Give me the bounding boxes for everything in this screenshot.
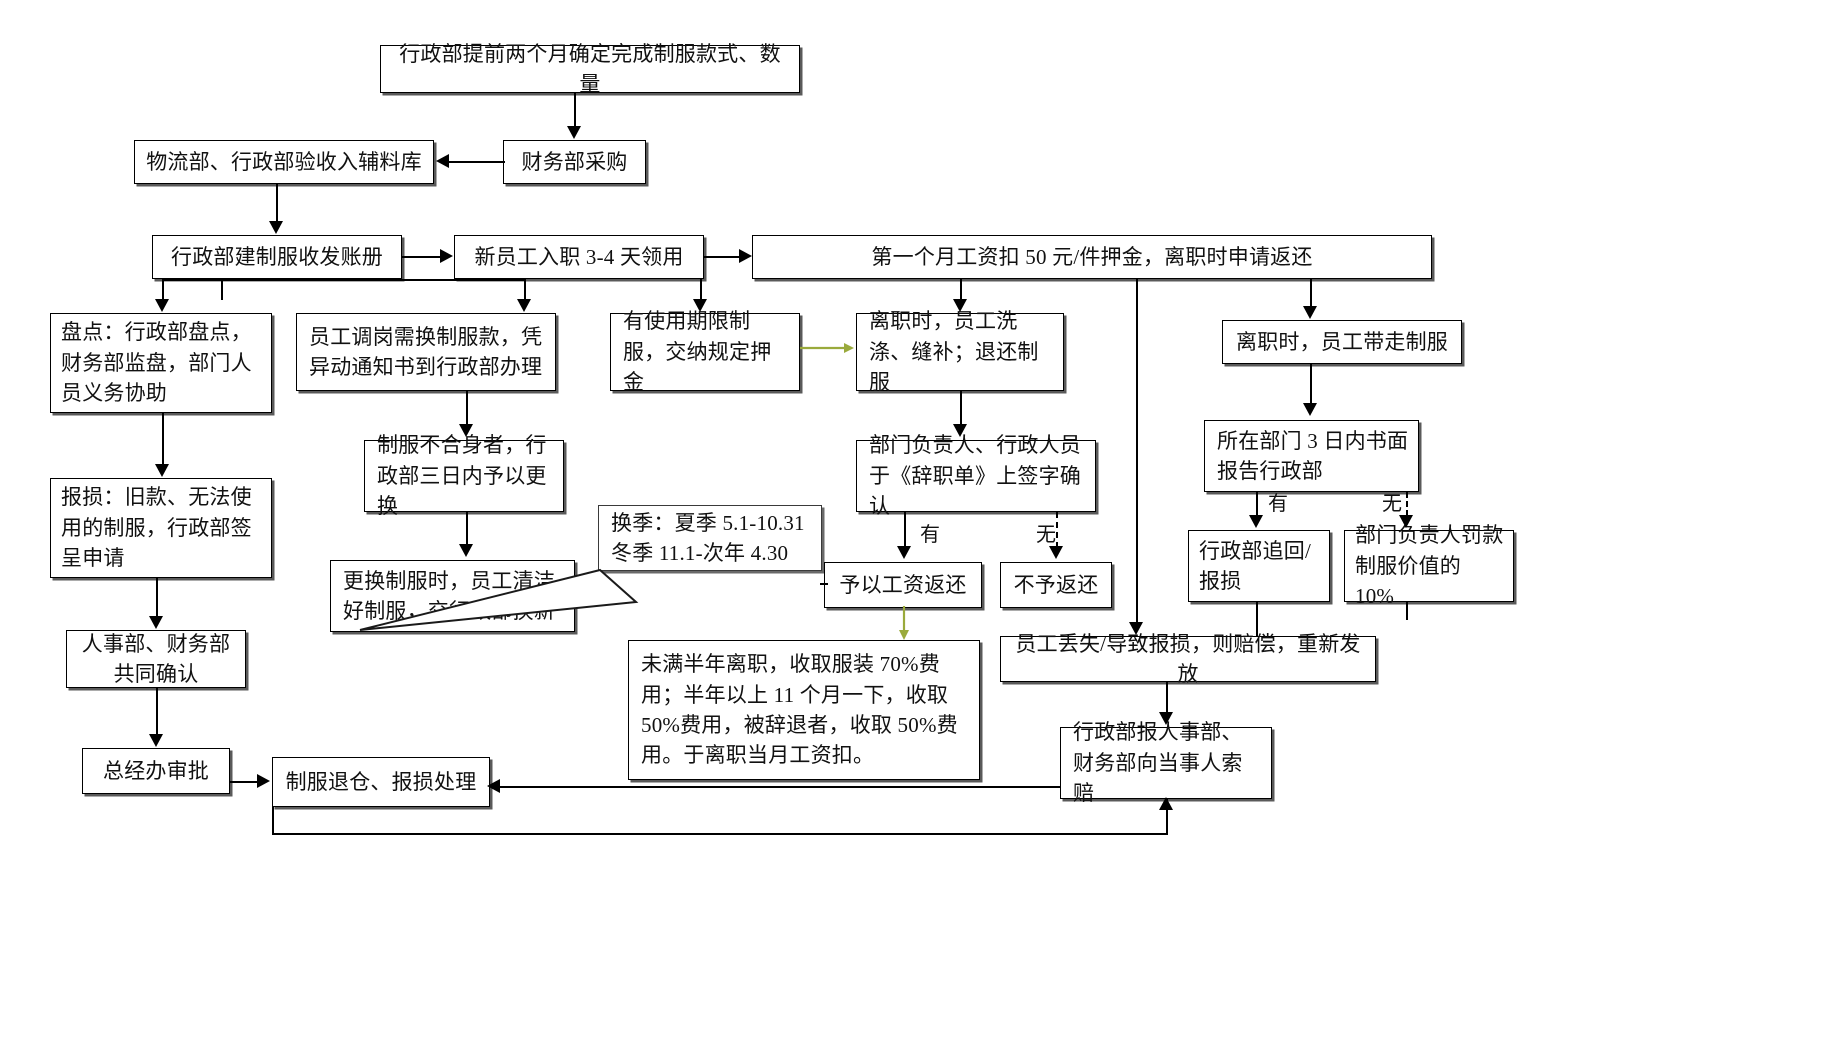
edge-recover-to-lost [1256,602,1259,636]
node-transfer[interactable]: 员工调岗需换制服款，凭异动通知书到行政部办理 [296,313,556,391]
node-return-process[interactable]: 制服退仓、报损处理 [272,757,490,807]
edge-inventory-to-lossreport [162,413,165,465]
edge-deptreport-to-recover [1256,492,1259,516]
edge-deposit-drop-timelimit [700,279,703,300]
arrowhead-deptreport-to-recover [1249,515,1263,528]
node-not-fit[interactable]: 制服不合身者，行政部三日内予以更换 [364,433,564,518]
arrowhead-purchase-to-logistics [436,154,449,168]
arrowhead-deposit-to-resignwash [953,299,967,312]
edge-resignwash-to-signconfirm [960,391,963,425]
arrowhead-gm-to-return [257,774,270,788]
edge-label-sign-yes: 有 [920,524,940,546]
node-gm-approve[interactable]: 总经办审批 [82,748,230,794]
arrowhead-lossreport-to-hrfinance [149,616,163,629]
node-new-employee[interactable]: 新员工入职 3-4 天领用 [454,235,704,279]
arrowhead-resigntake-to-deptreport [1303,403,1317,416]
edge-return-loop-left [272,807,275,835]
edge-plan-to-purchase [574,93,577,127]
node-lost-compensate[interactable]: 员工丢失/导致报损，则赔偿，重新发放 [1000,632,1376,686]
edge-penalty-down [1406,602,1409,620]
node-claim[interactable]: 行政部报人事部、财务部向当事人索赔 [1060,720,1272,805]
arrowhead-return-loop-up [1159,797,1173,810]
arrowhead-signconfirm-to-refundno [1049,546,1063,559]
edge-signconfirm-to-refundno [1056,512,1058,548]
arrowhead-transfer-to-notfit [459,424,473,437]
node-resign-take[interactable]: 离职时，员工带走制服 [1222,320,1462,364]
edge-purchase-to-logistics [449,161,505,164]
edge-lossreport-to-hrfinance [156,578,159,617]
edge-ledger-to-transfer-h [221,279,526,282]
node-refund-yes[interactable]: 予以工资返还 [824,562,982,608]
arrowhead-lost-to-claim [1159,712,1173,725]
arrowhead-inventory-to-lossreport [155,464,169,477]
node-deposit[interactable]: 第一个月工资扣 50 元/件押金，离职时申请返还 [752,235,1432,279]
edge-inventory-drop [162,279,165,300]
edge-hrfinance-to-gm [156,688,159,735]
edge-gm-to-return [230,781,258,784]
arrowhead-notfit-to-changeclean [459,544,473,557]
edge-deposit-to-resigntake [1310,279,1313,307]
node-resign-wash[interactable]: 离职时，员工洗涤、缝补；退还制服 [856,309,1064,394]
edge-ledger-to-newemp [402,256,441,259]
arrowhead-logistics-to-ledger [269,221,283,234]
edge-claim-to-return [500,786,1060,789]
edge-ledger-to-inventory-h [162,279,223,282]
arrowhead-newemp-to-deposit [739,249,752,263]
node-logistics-receive[interactable]: 物流部、行政部验收入辅料库 [134,140,434,184]
arrowhead-signconfirm-to-refundyes [897,546,911,559]
edge-logistics-to-ledger [276,184,279,222]
edge-deposit-to-resignwash [960,279,963,300]
edge-label-dept-yes: 有 [1268,493,1288,515]
arrowhead-deptreport-to-penalty [1399,515,1413,528]
node-dept-report[interactable]: 所在部门 3 日内书面报告行政部 [1204,420,1419,492]
callout-tail-season [359,568,639,631]
edge-deptreport-to-penalty [1406,492,1408,516]
node-time-limit[interactable]: 有使用期限制服，交纳规定押金 [610,309,800,394]
arrowhead-ledger-to-transfer [517,299,531,312]
arrowhead-ledger-to-newemp [440,249,453,263]
node-loss-report[interactable]: 报损：旧款、无法使用的制服，行政部签呈申请 [50,478,272,578]
edge-deposit-to-lost [1136,279,1139,623]
edge-label-sign-no: 无 [1036,524,1056,546]
edge-newemp-to-deposit [704,256,740,259]
green-connector-timelimit-to-resignwash [800,343,854,353]
arrowhead-deposit-to-resigntake [1303,306,1317,319]
edge-season-to-refundyes [820,583,828,586]
node-inventory[interactable]: 盘点：行政部盘点，财务部监盘，部门人员义务协助 [50,313,272,413]
green-connector-refund-to-deduct [899,606,909,640]
arrowhead-claim-to-return [487,779,500,793]
edge-ledger-to-inventory [221,279,224,300]
arrowhead-plan-to-purchase [567,126,581,139]
edge-return-loop-right [1166,799,1169,835]
node-refund-no[interactable]: 不予返还 [1000,562,1112,608]
arrowhead-resignwash-to-signconfirm [953,424,967,437]
node-admin-plan[interactable]: 行政部提前两个月确定完成制服款式、数量 [380,42,800,96]
node-penalty[interactable]: 部门负责人罚款制服价值的 10% [1344,523,1514,608]
arrowhead-deposit-to-timelimit [693,299,707,312]
node-admin-recover[interactable]: 行政部追回/报损 [1188,530,1330,602]
node-finance-purchase[interactable]: 财务部采购 [503,140,646,184]
edge-transfer-drop [524,279,527,300]
node-deduct-rule[interactable]: 未满半年离职，收取服装 70%费用；半年以上 11 个月一下，收取 50%费用，… [628,640,980,780]
edge-notfit-to-changeclean [466,512,469,545]
node-season-callout[interactable]: 换季：夏季 5.1-10.31 冬季 11.1-次年 4.30 [598,505,822,571]
node-ledger[interactable]: 行政部建制服收发账册 [152,235,402,279]
edge-lost-to-claim [1166,682,1169,713]
edge-transfer-to-notfit [466,391,469,425]
arrowhead-hrfinance-to-gm [149,734,163,747]
edge-signconfirm-to-refundyes [904,512,907,547]
arrowhead-ledger-to-inventory [155,299,169,312]
edge-return-loop-bottom [272,833,1168,836]
arrowhead-deposit-to-lost [1129,622,1143,635]
edge-label-dept-no: 无 [1382,493,1402,515]
node-hr-finance[interactable]: 人事部、财务部共同确认 [66,630,246,688]
edge-resigntake-to-deptreport [1310,364,1313,404]
node-sign-confirm[interactable]: 部门负责人、行政人员于《辞职单》上签字确认 [856,433,1096,518]
